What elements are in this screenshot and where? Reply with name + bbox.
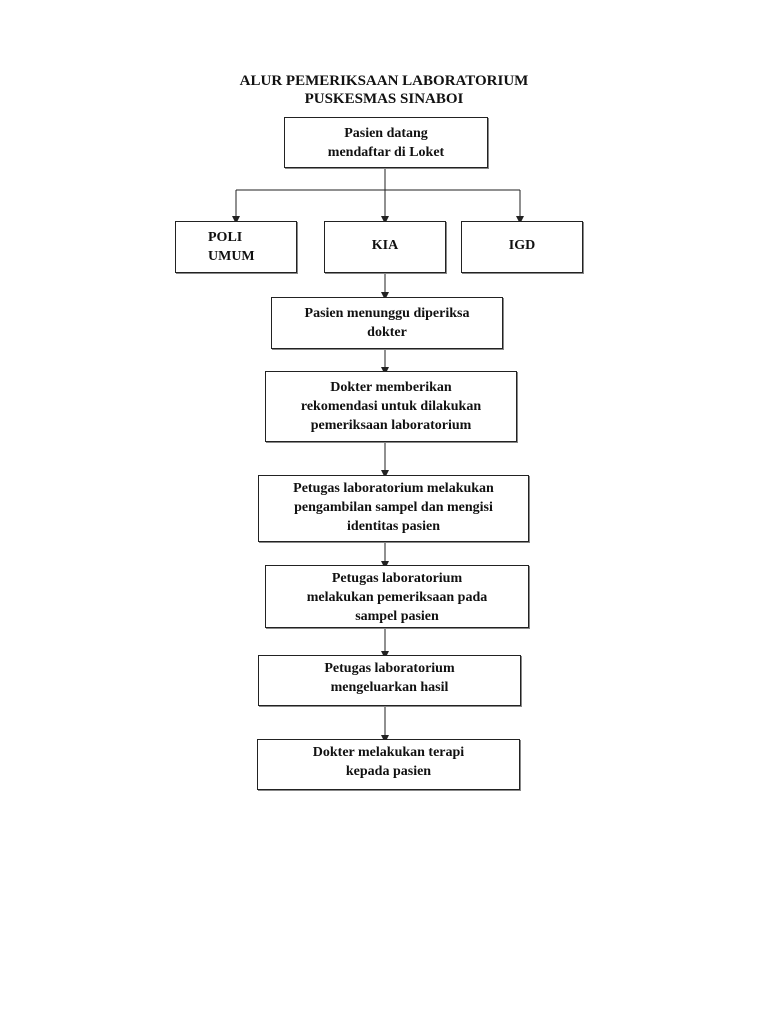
node-wait: Pasien menunggu diperiksa dokter [271,297,503,349]
node-start: Pasien datang mendaftar di Loket [284,117,488,168]
node-result-line-1: Petugas laboratorium [324,661,455,676]
node-recommend-line-3: pemeriksaan laboratorium [310,418,472,433]
node-result: Petugas laboratorium mengeluarkan hasil [258,655,521,706]
title-line-1: ALUR PEMERIKSAAN LABORATORIUM [239,73,529,89]
node-poli-umum: POLI UMUM [175,221,297,273]
node-result-line-2: mengeluarkan hasil [330,680,449,695]
node-igd-line-1: IGD [508,238,536,253]
node-sampling-line-1: Petugas laboratorium melakukan [293,481,494,496]
node-therapy-line-1: Dokter melakukan terapi [312,745,465,760]
node-recommend-line-1: Dokter memberikan [330,380,452,395]
node-sampling: Petugas laboratorium melakukan pengambil… [258,475,529,542]
node-recommend: Dokter memberikan rekomendasi untuk dila… [265,371,517,442]
node-kia-line-1: KIA [371,238,399,253]
node-examine-line-1: Petugas laboratorium [331,571,463,586]
title-line-2: PUSKESMAS SINABOI [304,91,464,107]
node-sampling-line-2: pengambilan sampel dan mengisi [294,500,493,515]
node-examine-line-2: melakukan pemeriksaan pada [306,590,488,605]
node-wait-line-2: dokter [367,325,407,340]
node-kia: KIA [324,221,446,273]
node-sampling-line-3: identitas pasien [347,519,440,534]
node-examine: Petugas laboratorium melakukan pemeriksa… [265,565,529,628]
node-therapy-line-2: kepada pasien [345,764,432,779]
node-wait-line-1: Pasien menunggu diperiksa [304,306,470,321]
node-start-line-1: Pasien datang [344,126,428,141]
node-examine-line-3: sampel pasien [355,609,439,624]
node-poli-umum-line-2: UMUM [208,249,255,264]
page-title: ALUR PEMERIKSAAN LABORATORIUM PUSKESMAS … [0,72,768,108]
node-therapy: Dokter melakukan terapi kepada pasien [257,739,520,790]
node-poli-umum-line-1: POLI [208,230,243,245]
node-start-line-2: mendaftar di Loket [327,145,445,160]
node-igd: IGD [461,221,583,273]
node-recommend-line-2: rekomendasi untuk dilakukan [300,399,482,414]
